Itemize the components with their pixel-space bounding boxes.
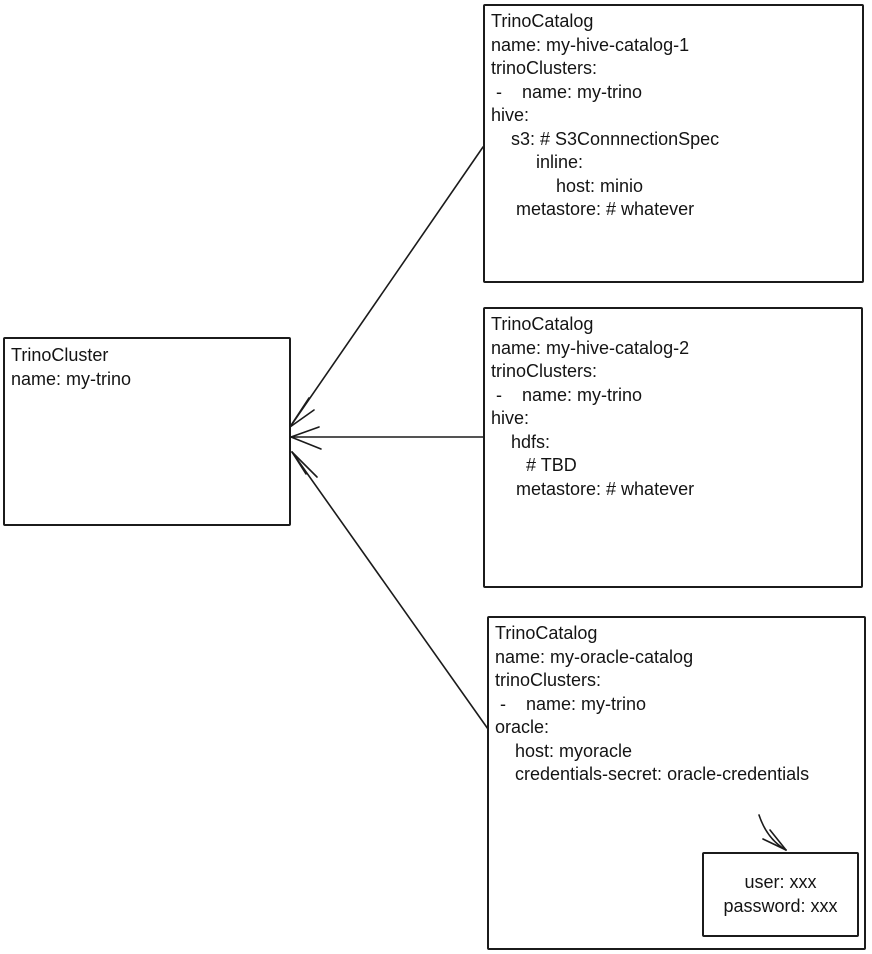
catalog3-name-line: name: my-oracle-catalog	[495, 646, 694, 667]
catalog2-hive-line: hive:	[491, 408, 530, 428]
trino-catalog-2-box: TrinoCatalog name: my-hive-catalog-2 tri…	[483, 307, 863, 588]
trino-cluster-box: TrinoCluster name: my-trino	[3, 337, 291, 526]
catalog1-name-line: name: my-hive-catalog-1	[491, 34, 690, 55]
catalog2-title: TrinoCatalog	[491, 314, 594, 334]
catalog2-hdfs-line: hdfs:	[491, 431, 551, 452]
catalog3-title: TrinoCatalog	[495, 623, 598, 643]
catalog1-metastore-line: metastore: # whatever	[491, 199, 695, 219]
catalog2-name-line: name: my-hive-catalog-2	[491, 337, 690, 358]
arrow-catalog3-to-cluster	[291, 451, 489, 730]
catalog3-oracle-line: oracle:	[495, 717, 550, 737]
catalog3-trinoclusters-line: trinoClusters:	[495, 670, 602, 690]
secret-password-line: password: xxx	[723, 895, 838, 916]
cluster-title: TrinoCluster	[11, 345, 109, 365]
catalog2-metastore-line: metastore: # whatever	[491, 478, 695, 499]
catalog3-cluster-ref-line: - name: my-trino	[495, 693, 647, 714]
arrow-catalog2-to-cluster	[290, 426, 484, 450]
catalog1-s3-line: s3: # S3ConnnectionSpec	[491, 128, 720, 149]
catalog1-inline-line: inline:	[491, 152, 584, 172]
catalog2-tbd-line: # TBD	[491, 455, 577, 475]
catalog1-title: TrinoCatalog	[491, 11, 594, 31]
catalog3-host-line: host: myoracle	[495, 740, 633, 761]
trino-catalog-1-box: TrinoCatalog name: my-hive-catalog-1 tri…	[483, 4, 864, 283]
catalog1-host-line: host: minio	[491, 175, 644, 196]
cluster-name-line: name: my-trino	[11, 368, 132, 389]
arrow-catalog1-to-cluster	[289, 146, 484, 428]
secret-user-line: user: xxx	[744, 872, 817, 892]
catalog1-hive-line: hive:	[491, 105, 530, 125]
catalog1-cluster-ref-line: - name: my-trino	[491, 81, 643, 102]
catalog2-trinoclusters-line: trinoClusters:	[491, 361, 598, 381]
catalog1-trinoclusters-line: trinoClusters:	[491, 58, 598, 78]
catalog3-credentials-line: credentials-secret: oracle-credentials	[495, 764, 810, 784]
trino-catalog-3-box: TrinoCatalog name: my-oracle-catalog tri…	[487, 616, 866, 950]
catalog2-cluster-ref-line: - name: my-trino	[491, 384, 643, 405]
oracle-credentials-secret-box: user: xxx password: xxx	[702, 852, 859, 937]
